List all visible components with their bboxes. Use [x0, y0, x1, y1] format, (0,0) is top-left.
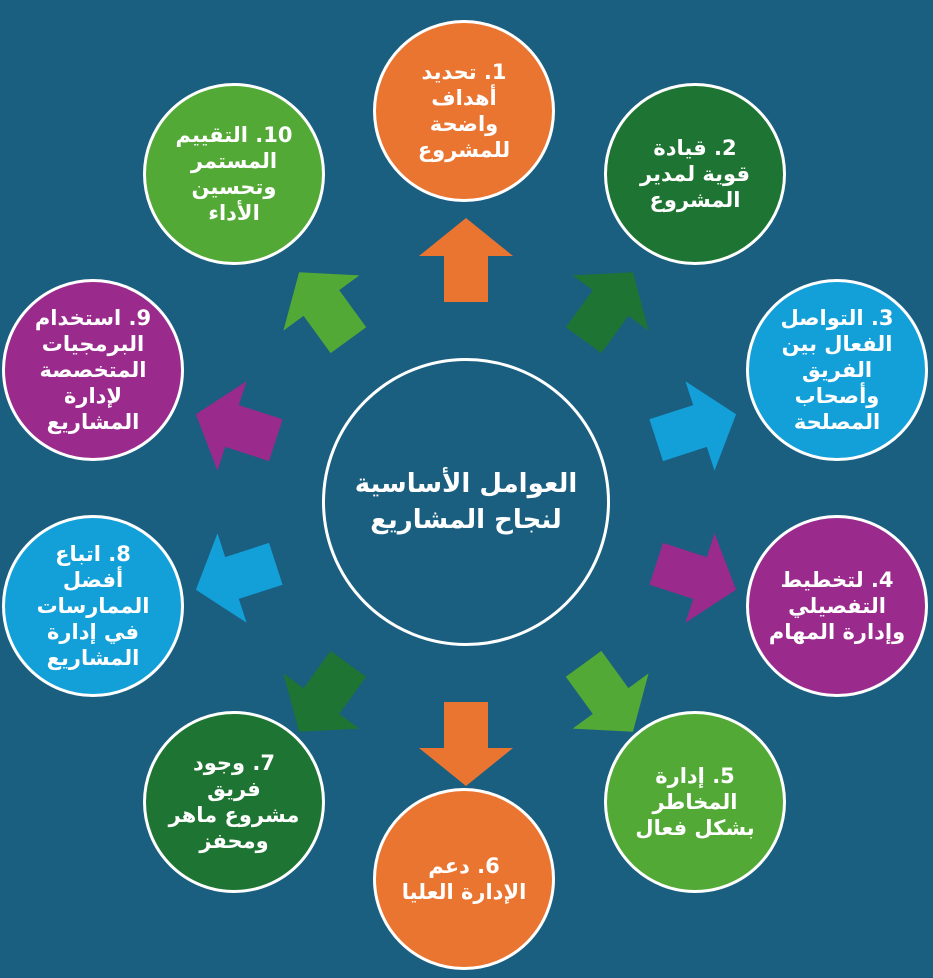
factor-7-circle: 7. وجود فريق مشروع ماهر ومحفز: [143, 711, 325, 893]
center-title-line2: لنجاح المشاريع: [370, 505, 562, 535]
factor-5-circle: 5. إدارة المخاطر بشكل فعال: [604, 711, 786, 893]
factor-1-circle: 1. تحديد أهداف واضحة للمشروع: [373, 20, 555, 202]
arrow-9: [195, 381, 283, 471]
factor-8-label: 8. اتباع أفضل الممارسات في إدارة المشاري…: [36, 542, 150, 670]
factor-4-circle: 4. لتخطيط التفصيلي وإدارة المهام: [746, 515, 928, 697]
factor-6-label: 6. دعم الإدارة العليا: [401, 854, 527, 904]
factor-4-label: 4. لتخطيط التفصيلي وإدارة المهام: [768, 568, 906, 644]
factor-8-circle: 8. اتباع أفضل الممارسات في إدارة المشاري…: [2, 515, 184, 697]
arrow-1: [419, 218, 513, 302]
factor-10-circle: 10. التقييم المستمر وتحسين الأداء: [143, 83, 325, 265]
arrow-3: [649, 381, 737, 471]
factor-7-label: 7. وجود فريق مشروع ماهر ومحفز: [168, 751, 300, 853]
arrow-10: [283, 272, 367, 354]
center-title-line1: العوامل الأساسية: [354, 469, 578, 499]
factor-1-label: 1. تحديد أهداف واضحة للمشروع: [417, 60, 511, 162]
arrow-6: [419, 702, 513, 786]
arrow-8: [195, 533, 283, 623]
factor-9-label: 9. استخدام البرمجيات المتخصصة لإدارة الم…: [34, 306, 152, 434]
factor-9-circle: 9. استخدام البرمجيات المتخصصة لإدارة الم…: [2, 279, 184, 461]
factor-2-circle: 2. قيادة قوية لمدير المشروع: [604, 83, 786, 265]
factor-10-label: 10. التقييم المستمر وتحسين الأداء: [175, 123, 293, 225]
factor-2-label: 2. قيادة قوية لمدير المشروع: [640, 136, 750, 212]
factor-3-label: 3. التواصل الفعال بين الفريق وأصحاب المص…: [780, 306, 894, 434]
arrow-5: [565, 650, 649, 732]
arrow-2: [565, 272, 649, 354]
center-circle: العوامل الأساسية لنجاح المشاريع: [322, 358, 610, 646]
factor-5-label: 5. إدارة المخاطر بشكل فعال: [635, 764, 755, 840]
factor-3-circle: 3. التواصل الفعال بين الفريق وأصحاب المص…: [746, 279, 928, 461]
arrow-4: [649, 533, 737, 623]
arrow-7: [283, 650, 367, 732]
factor-6-circle: 6. دعم الإدارة العليا: [373, 788, 555, 970]
